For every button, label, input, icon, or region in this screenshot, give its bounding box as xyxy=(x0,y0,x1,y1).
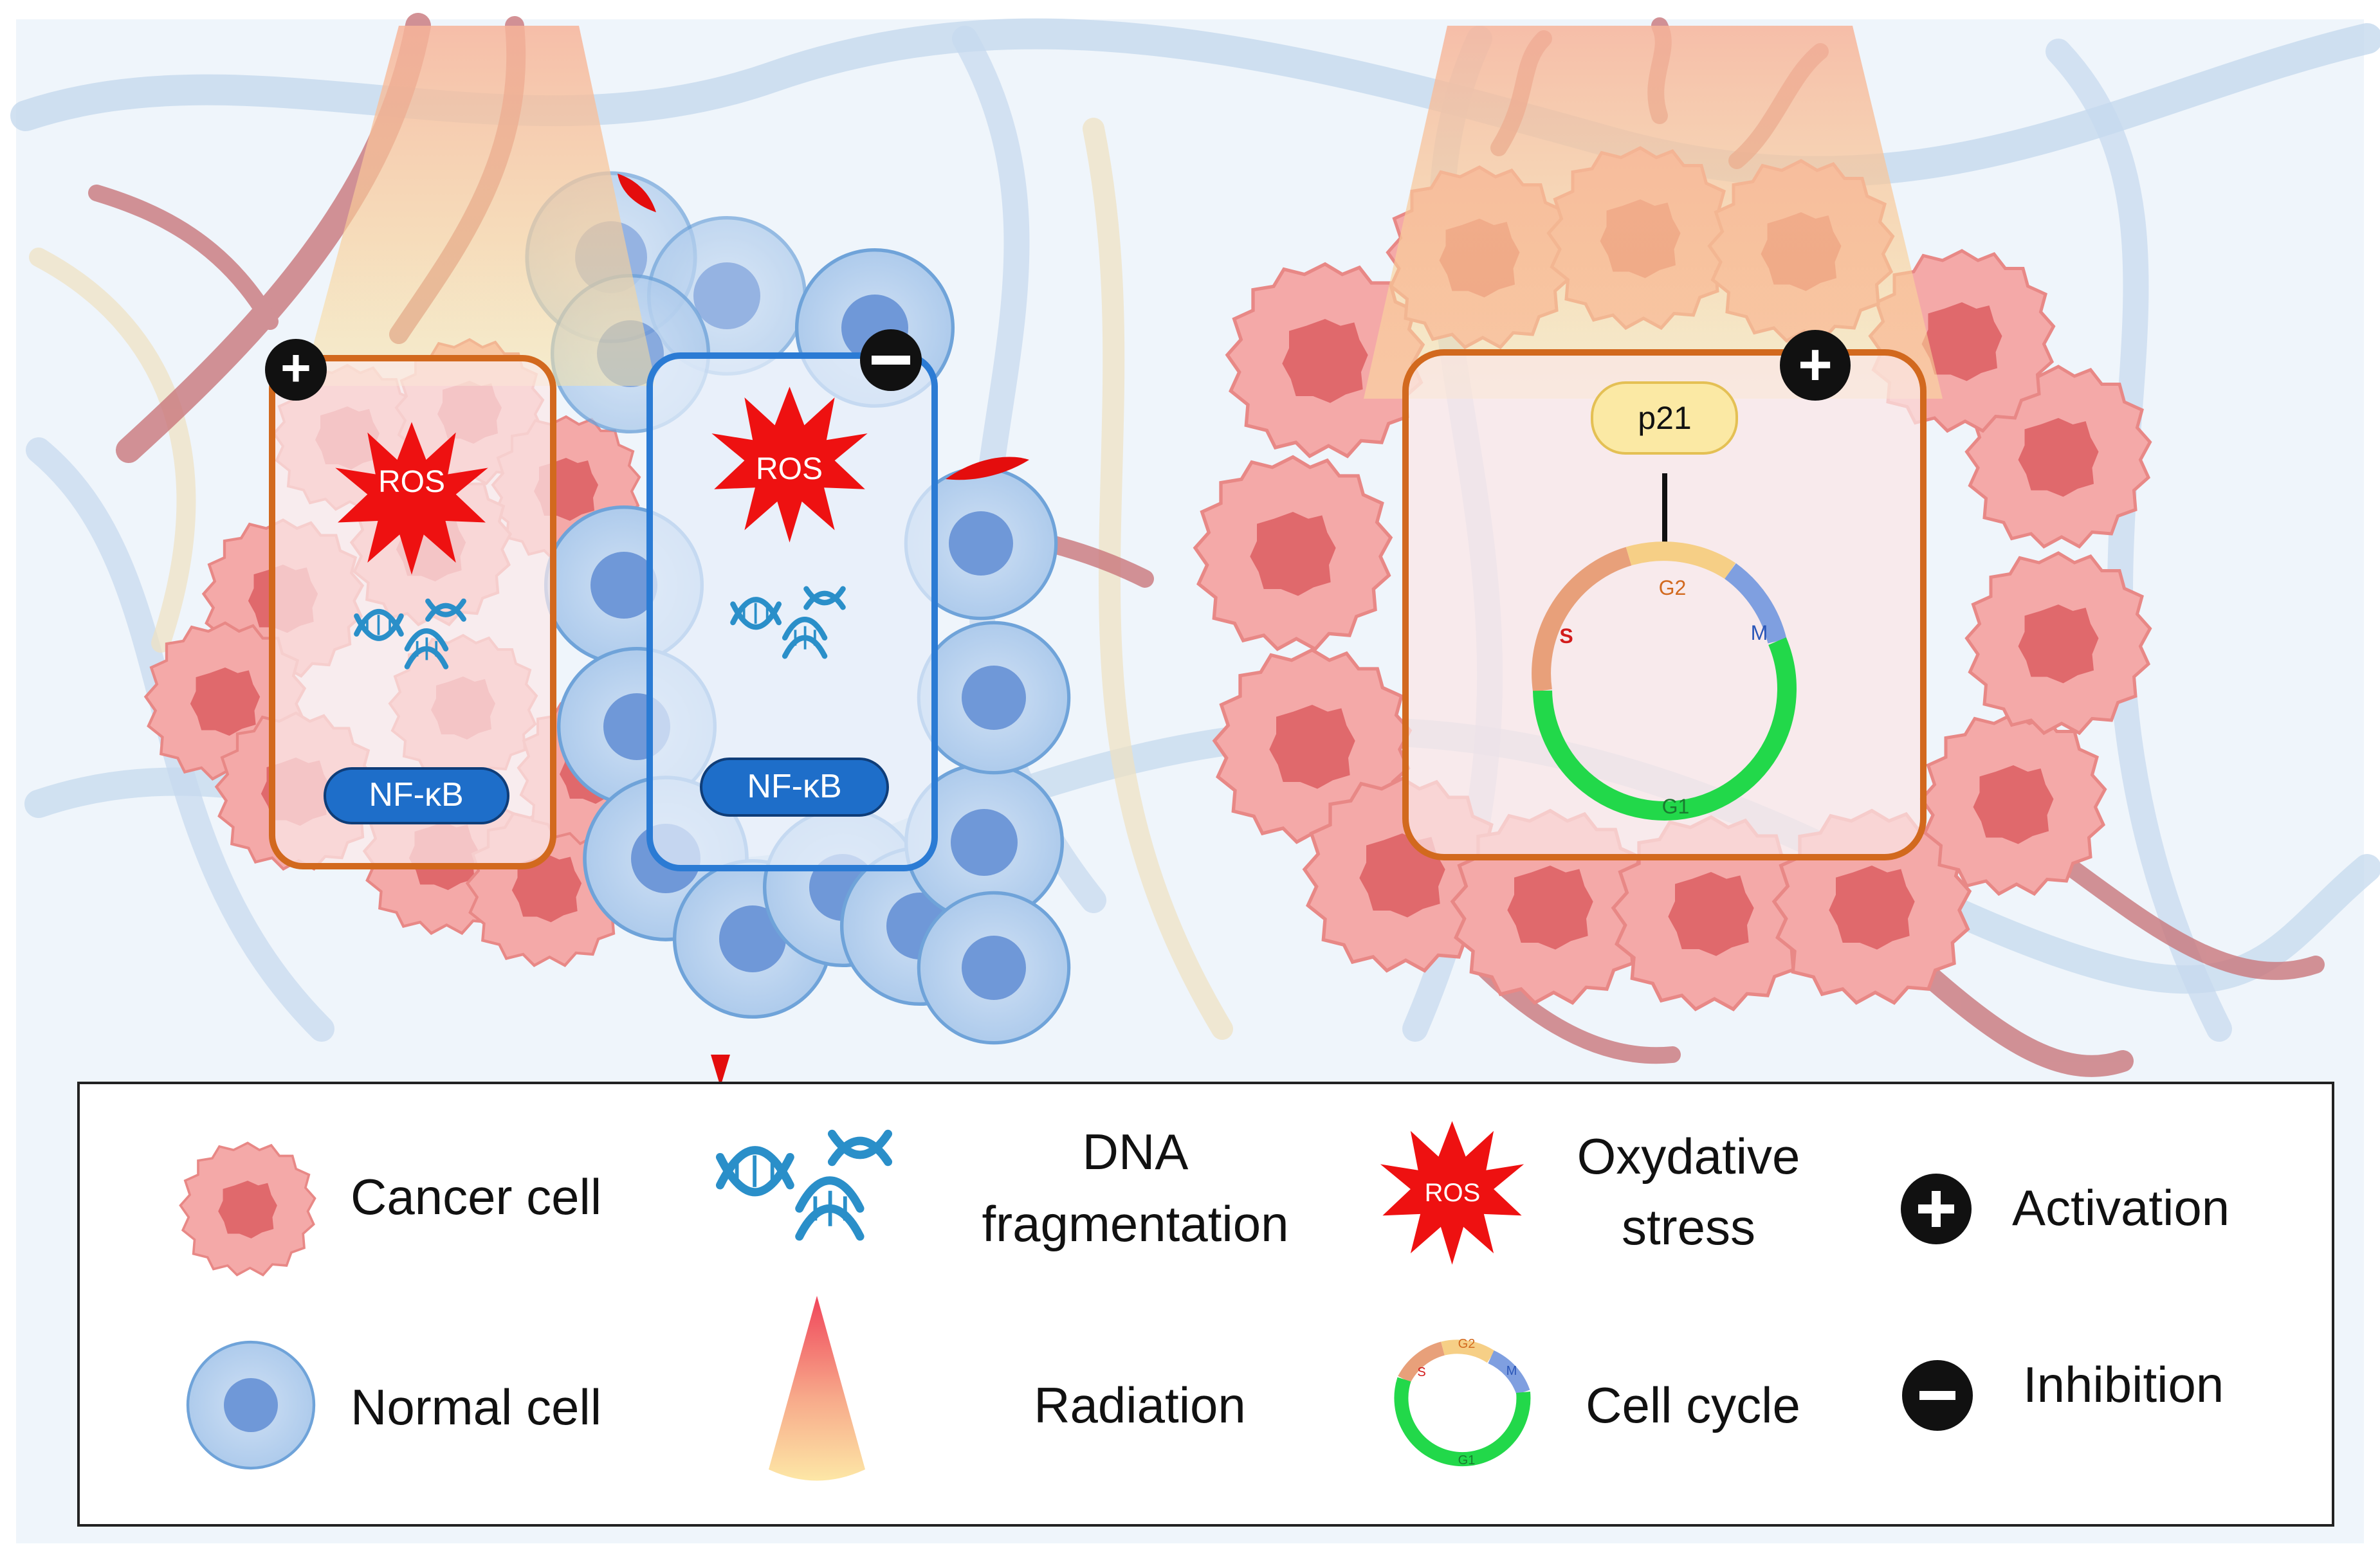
legend-ros-label: ROS xyxy=(1425,1179,1481,1207)
left-radiation-beam xyxy=(302,26,656,386)
red-arrowhead xyxy=(946,457,1029,480)
inhibition-sign: − xyxy=(860,329,922,391)
nfkb-label: NF-κB xyxy=(369,776,463,813)
cell-cycle-ring xyxy=(1532,541,1797,821)
legend-radiation-icon xyxy=(769,1296,865,1481)
legend-inhibition-icon xyxy=(1902,1360,1973,1431)
phase-g1-label: G1 xyxy=(1662,795,1690,818)
legend-oxidative-label-line2: stress xyxy=(1622,1199,1755,1255)
red-arrowhead xyxy=(618,174,656,212)
legend-cc-g2: G2 xyxy=(1458,1337,1476,1351)
legend-dna-label-line2: fragmentation xyxy=(982,1195,1289,1252)
legend-activation-label: Activation xyxy=(2012,1179,2229,1236)
nfkb-label: NF-κB xyxy=(747,768,841,805)
svg-text:+: + xyxy=(1798,332,1833,397)
phase-s-label: S xyxy=(1559,624,1573,648)
svg-text:+: + xyxy=(280,339,311,397)
legend-inhibition-label: Inhibition xyxy=(2023,1356,2224,1413)
legend-cc-g1: G1 xyxy=(1458,1453,1476,1467)
red-arrowhead xyxy=(711,1055,730,1087)
legend-cc-m: M xyxy=(1506,1364,1517,1378)
legend-cancer-cell-label: Cancer cell xyxy=(351,1168,601,1225)
activation-sign: + xyxy=(1780,330,1851,401)
nfkb-pill xyxy=(324,767,509,824)
nfkb-pill xyxy=(700,758,889,817)
ros-label: ROS xyxy=(378,465,445,499)
p21-label: p21 xyxy=(1638,400,1691,436)
legend-dna-label-line1: DNA xyxy=(1083,1123,1189,1180)
legend-radiation-label: Radiation xyxy=(1034,1377,1246,1433)
legend: Cancer cell Normal cell DNA fragmentatio… xyxy=(77,1082,2334,1527)
right-radiation-beam xyxy=(1364,26,1943,399)
ros-label: ROS xyxy=(756,452,823,486)
legend-normal-cell-icon xyxy=(188,1342,314,1468)
phase-m-label: M xyxy=(1751,621,1768,644)
legend-cc-s: S xyxy=(1417,1365,1425,1379)
phase-g2-label: G2 xyxy=(1659,576,1687,599)
legend-cell-cycle-label: Cell cycle xyxy=(1586,1377,1800,1433)
legend-activation-icon xyxy=(1901,1174,1972,1244)
p21-pill xyxy=(1591,381,1738,455)
activation-sign: + xyxy=(265,339,327,401)
legend-normal-cell-label: Normal cell xyxy=(351,1379,601,1435)
legend-oxidative-label-line1: Oxydative xyxy=(1577,1128,1800,1185)
cancer-box: + ROS NF-κB xyxy=(265,339,556,869)
left-cell-cluster xyxy=(146,26,1069,1087)
svg-text:−: − xyxy=(891,372,892,374)
cell-cycle-box: + p21 S G2 M G1 xyxy=(1402,330,1927,860)
normal-box: − ROS NF-κB xyxy=(646,329,938,871)
legend-cell-cycle-icon xyxy=(1394,1340,1531,1467)
